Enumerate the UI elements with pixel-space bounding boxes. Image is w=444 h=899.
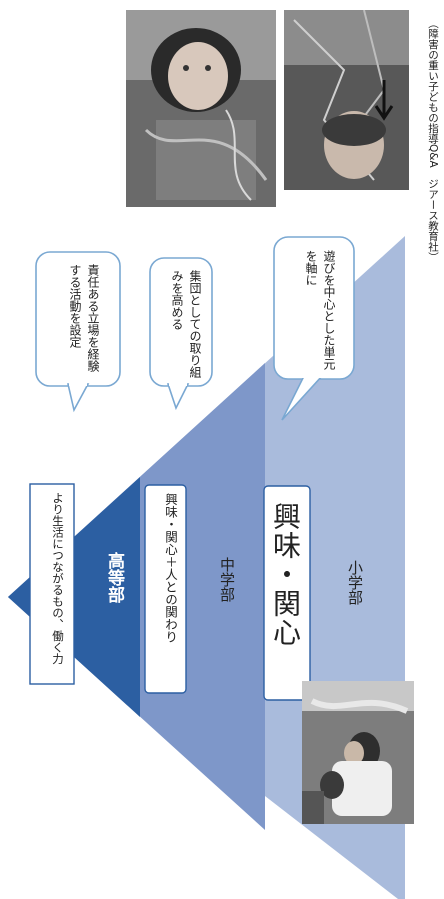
- source-credit: （障害の重い子どもの指導Q&A ジアース教育社）: [427, 18, 439, 263]
- high-tier-label: 高等部: [104, 552, 124, 603]
- photo-child-equipment: [284, 10, 409, 190]
- middle-goal-text: 興味・関心＋人との関わり: [163, 493, 178, 643]
- high-note-callout: [35, 251, 121, 413]
- high-note-text: 責任ある立場を経験する活動を設定: [68, 264, 100, 372]
- photo-child-lying: [126, 10, 276, 207]
- elementary-tier-label: 小学部: [346, 560, 364, 605]
- elementary-goal-box: [263, 485, 311, 701]
- high-goal-box: [29, 483, 75, 685]
- high-goal-text: より生活につながるもの、働く力: [51, 492, 65, 665]
- elementary-note-text: 遊びを中心とした単元を軸に: [304, 250, 336, 370]
- elementary-goal-text: 興味・関心: [269, 502, 302, 647]
- middle-goal-box: [144, 484, 187, 694]
- middle-note-text: 集団としての取り組みを高める: [170, 270, 202, 378]
- photo-teacher-child: [302, 681, 414, 824]
- middle-note-callout: [149, 257, 213, 411]
- elementary-note-callout: [273, 236, 355, 421]
- middle-tier-label: 中学部: [218, 557, 236, 602]
